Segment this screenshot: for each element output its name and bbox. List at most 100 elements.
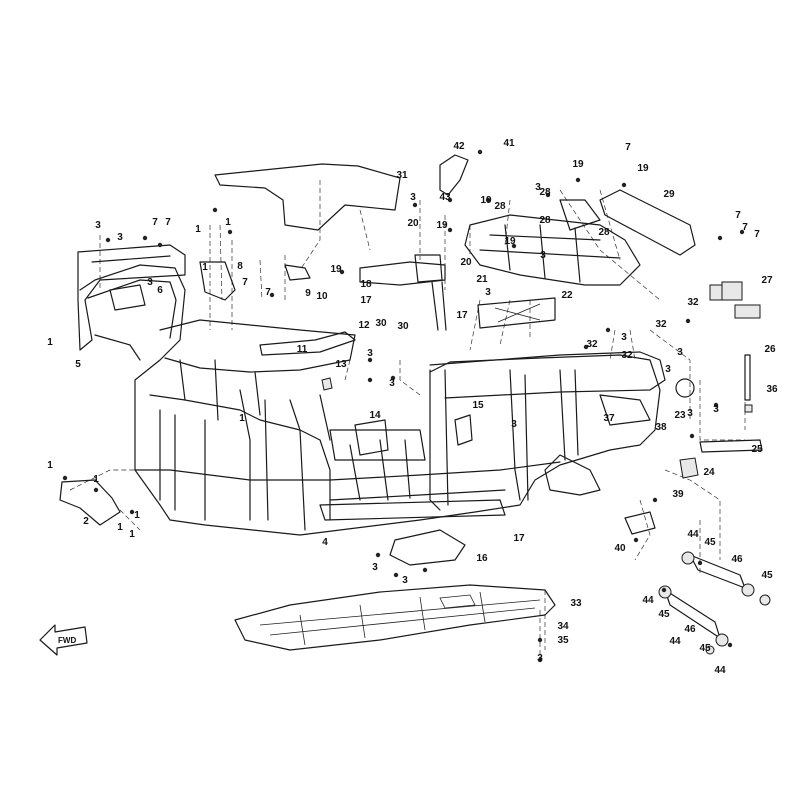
bolt-marker [485,197,491,203]
plate-22 [477,297,556,329]
callout-17-3: 17 [513,533,525,544]
bar-29 [599,189,696,256]
callout-18: 18 [360,279,372,290]
callout-2: 2 [83,516,89,527]
bracket-20 [414,254,443,283]
callout-46: 46 [731,554,743,565]
bolt-marker [227,229,233,235]
callout-38: 38 [655,422,667,433]
callout-3-16: 3 [687,408,693,419]
callout-34: 34 [557,621,569,632]
guard-16 [389,529,466,566]
callout-9: 9 [305,288,311,299]
callout-28: 28 [494,201,506,212]
callout-28-4: 28 [598,227,610,238]
callout-35: 35 [557,635,569,646]
callout-7-3: 7 [242,277,248,288]
callout-32-2: 32 [586,339,598,350]
bolt-marker [157,242,163,248]
callout-32-3: 32 [621,350,633,361]
callout-19: 19 [330,264,342,275]
bolt-marker [93,487,99,493]
bolt-marker [661,587,667,593]
bolt-marker [393,572,399,578]
bolt-marker [142,235,148,241]
callout-1-8: 1 [225,217,231,228]
callout-3-8: 3 [367,348,373,359]
callout-23: 23 [674,410,686,421]
callout-3-7: 3 [485,287,491,298]
callout-25: 25 [751,444,763,455]
callout-20: 20 [407,218,419,229]
block-24 [679,457,699,479]
callout-29: 29 [663,189,675,200]
bolt-markers [62,149,745,663]
bolt-marker [511,243,517,249]
nut-36 [744,404,753,413]
fwd-label: FWD [58,636,76,645]
callout-3-18: 3 [677,347,683,358]
bolt-marker [713,402,719,408]
bracket-9 [284,264,311,281]
callout-45: 45 [704,537,716,548]
callout-3-4: 3 [410,192,416,203]
callout-16: 16 [476,553,488,564]
bolt-marker [447,227,453,233]
bolt-marker [339,269,345,275]
bracket-40 [624,511,656,535]
callout-26: 26 [764,344,776,355]
callout-3-5: 3 [535,182,541,193]
bolt-marker [583,344,589,350]
callout-44-2: 44 [642,595,654,606]
callout-19-4: 19 [504,236,516,247]
callout-22: 22 [561,290,573,301]
callout-11: 11 [297,344,308,355]
bushing-set-46 [658,551,771,655]
bracket-27 [709,281,761,319]
callout-1-2: 1 [47,460,53,471]
callout-28-2: 28 [539,187,551,198]
callout-19-2: 19 [436,220,448,231]
callout-3-6: 3 [540,250,546,261]
bolt-marker [605,327,611,333]
bolt-marker [717,235,723,241]
callout-10: 10 [316,291,328,302]
callout-1-6: 1 [239,413,245,424]
plate-25 [699,439,763,453]
callout-44: 44 [687,529,699,540]
callout-7-4: 7 [265,287,271,298]
bolt-marker [129,509,135,515]
bolt-marker [412,202,418,208]
callout-12: 12 [358,320,370,331]
callout-45-4: 45 [699,643,711,654]
callout-17-2: 17 [456,310,468,321]
tube-12 [259,331,356,356]
callout-3-13: 3 [537,653,543,664]
cross-member-18 [359,261,446,286]
callout-1-9: 1 [195,224,201,235]
callout-8: 8 [237,261,243,272]
bolt-marker [685,318,691,324]
block-13 [321,377,333,391]
bolt-marker [390,375,396,381]
callout-3-9: 3 [389,378,395,389]
callout-33: 33 [570,598,582,609]
bolt-marker [545,192,551,198]
callout-37: 37 [603,413,615,424]
callout-3-17: 3 [713,404,719,415]
callout-40: 40 [614,543,626,554]
fwd-arrow-icon [39,624,88,656]
bolt-marker [477,149,483,155]
callout-41: 41 [503,138,515,149]
callout-19-3: 19 [480,195,492,206]
callout-7-8: 7 [754,229,760,240]
bolt-marker [727,642,733,648]
bolt-marker [633,537,639,543]
callout-6: 6 [157,285,163,296]
callout-7-6: 7 [735,210,741,221]
callout-3: 3 [95,220,101,231]
callout-30-2: 30 [397,321,409,332]
callout-3-2: 3 [117,232,123,243]
